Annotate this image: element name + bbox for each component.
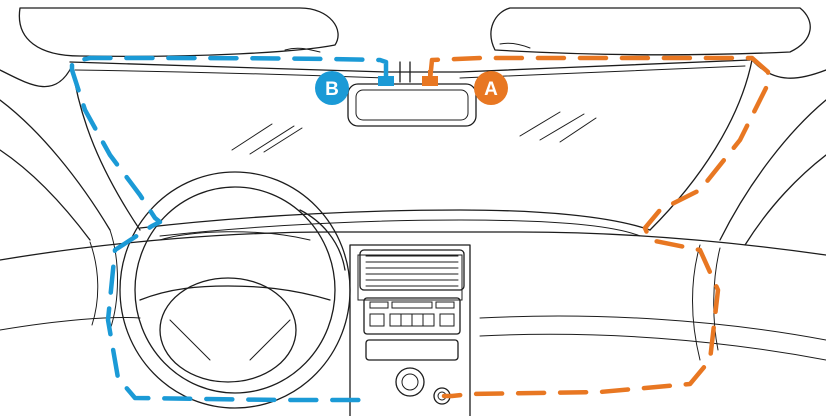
badge-a-label: A xyxy=(484,79,498,100)
radio-panel xyxy=(364,298,460,360)
center-air-vent xyxy=(360,250,464,290)
windshield-glare-left xyxy=(232,124,302,154)
badge-a: A xyxy=(474,71,508,105)
sun-visor-right xyxy=(491,8,810,55)
windshield-bottom-inner xyxy=(160,220,640,236)
dashboard-lower-right xyxy=(480,334,826,360)
sun-visor-right-inner xyxy=(500,43,530,48)
car-interior-outline xyxy=(0,8,826,416)
left-a-pillar xyxy=(0,66,140,240)
windshield-glare-right xyxy=(520,112,596,142)
steering-wheel xyxy=(120,172,350,408)
gear-knob xyxy=(396,368,424,396)
windshield-bottom-edge xyxy=(140,210,650,230)
badge-b: B xyxy=(315,71,349,105)
badge-b-label: B xyxy=(325,79,339,100)
right-a-pillar xyxy=(650,60,826,245)
